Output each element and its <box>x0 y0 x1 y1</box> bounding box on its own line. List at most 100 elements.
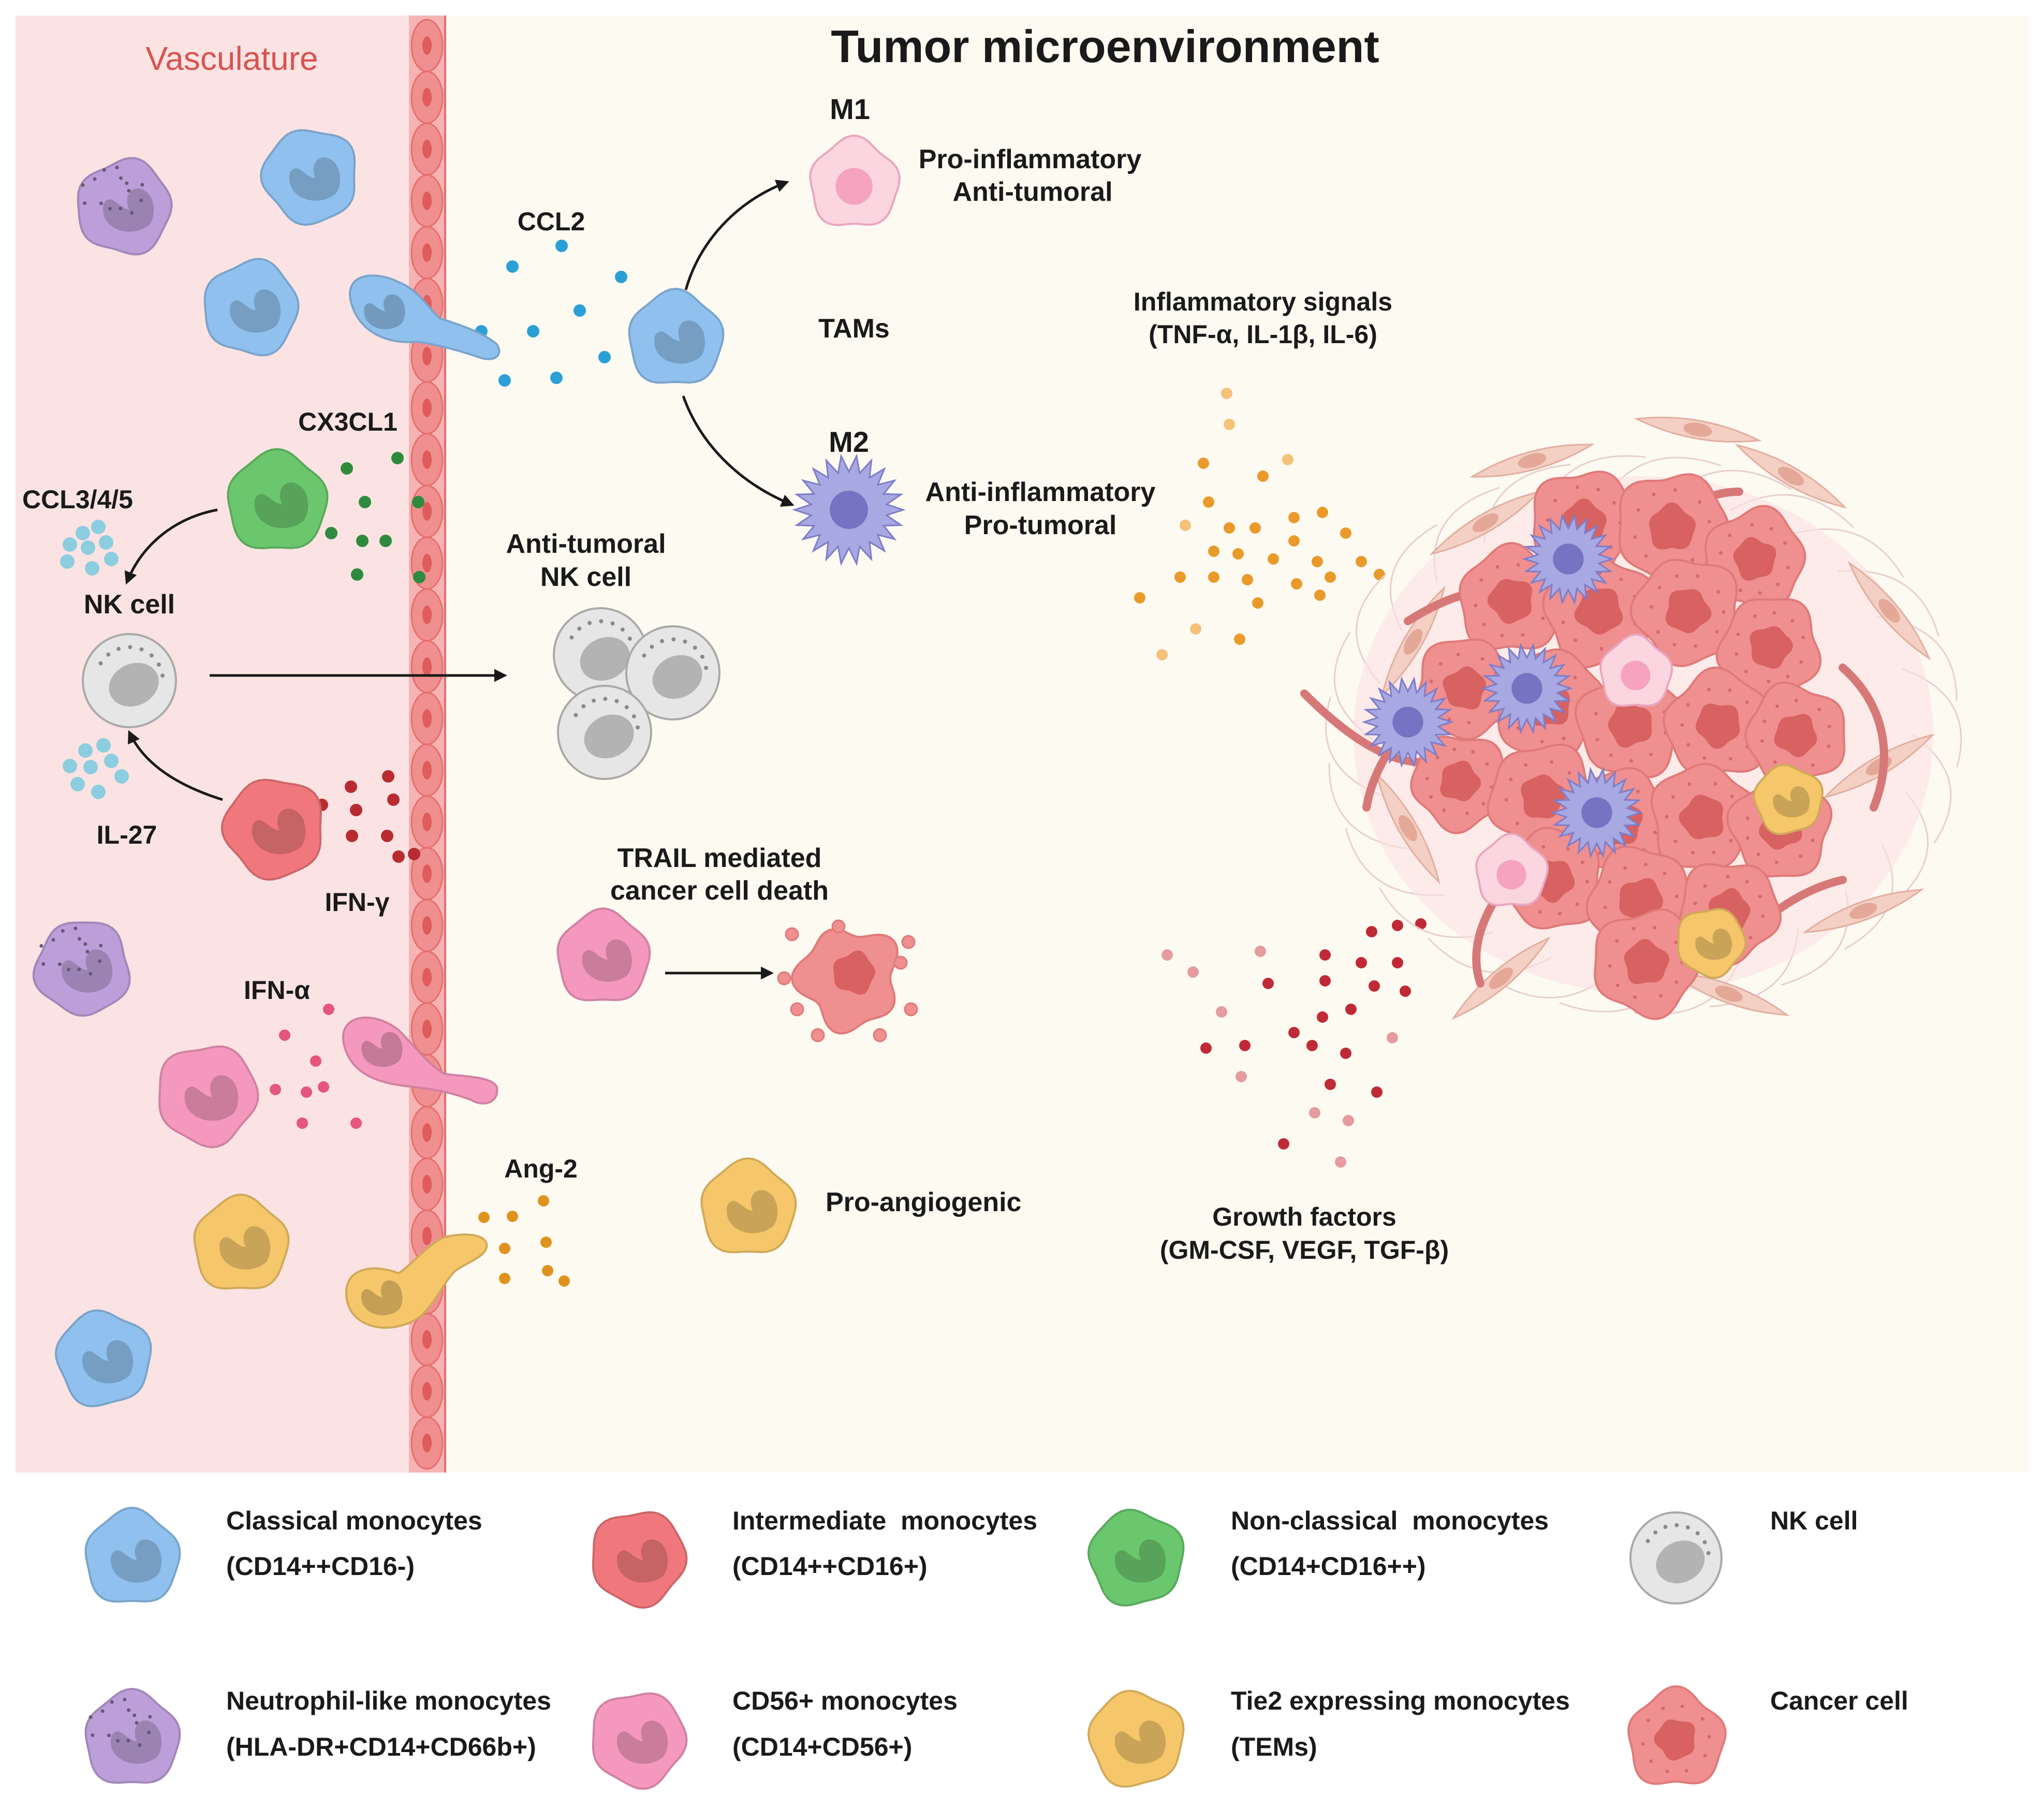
arrows <box>124 180 795 980</box>
tie2-monocyte-in-tissue <box>700 1157 797 1254</box>
legend-item-name: Intermediate monocytes <box>732 1506 1037 1535</box>
cancer-cell-glyph <box>1627 1685 1727 1785</box>
legend-item: NK cell <box>1629 1506 1858 1605</box>
m2-desc-2: Pro-tumoral <box>964 510 1117 540</box>
il27-label: IL-27 <box>97 820 157 849</box>
tie2-monocyte-in-tumor <box>1677 908 1747 979</box>
m2-macrophage-in-tumor <box>1361 676 1454 768</box>
cd56-monocyte-icon <box>592 1692 688 1790</box>
legend-item-name: Cancer cell <box>1770 1686 1908 1715</box>
extravasating-classical-monocyte <box>349 274 501 360</box>
non-classical-monocyte <box>227 448 329 550</box>
m2-macrophage-in-tumor <box>1480 642 1574 734</box>
trail-label-1: TRAIL mediated <box>617 843 822 873</box>
anti-tumoral-nk-cell <box>625 625 720 720</box>
neutrophil-like-monocyte <box>77 157 173 256</box>
fibroblast <box>1802 889 1924 933</box>
anti-tumoral-nk-cell <box>557 685 652 780</box>
legend-item-name: Non-classical monocytes <box>1231 1506 1549 1535</box>
nk-cell-icon <box>1629 1511 1723 1605</box>
fibroblast <box>1634 416 1762 443</box>
extravasating-tie2-monocyte <box>345 1233 488 1329</box>
cd56-monocyte-in-tissue <box>556 907 651 1002</box>
legend-item-name: Classical monocytes <box>226 1506 482 1535</box>
tumor-mass <box>1300 416 1962 1020</box>
cd56-monocyte <box>158 1045 259 1149</box>
ifna-label: IFN-α <box>244 976 310 1005</box>
m1-label: M1 <box>830 93 870 125</box>
cx3cl1-label: CX3CL1 <box>298 407 398 436</box>
nk-cell <box>82 633 177 728</box>
ang2-dots <box>478 1195 570 1287</box>
anti-tumoral-nk-label-1: Anti-tumoral <box>506 529 666 559</box>
legend-item-name: Neutrophil-like monocytes <box>226 1686 551 1715</box>
legend-item: Tie2 expressing monocytes (TEMs) <box>1087 1686 1570 1788</box>
legend-item-marker: (CD14++CD16-) <box>226 1552 415 1581</box>
m2-label: M2 <box>829 425 869 458</box>
fibroblast <box>1375 772 1440 885</box>
classical-monocyte <box>203 258 300 357</box>
m2-desc-1: Anti-inflammatory <box>925 477 1156 507</box>
neutrophil-like-monocyte-icon <box>84 1687 181 1784</box>
arrow-to-m2 <box>682 395 795 507</box>
inflammatory-signals-label-1: Inflammatory signals <box>1134 287 1392 316</box>
legend-item-name: CD56+ monocytes <box>732 1686 958 1715</box>
arrow-to-m1 <box>684 180 789 290</box>
legend-item-marker: (TEMs) <box>1231 1732 1317 1761</box>
cancer-cell <box>1651 762 1761 870</box>
legend-item-name: NK cell <box>1770 1506 1858 1535</box>
extravasating-cd56-monocyte <box>342 1017 498 1105</box>
legend-item: Neutrophil-like monocytes (HLA-DR+CD14+C… <box>84 1686 551 1784</box>
legend-item-marker: (HLA-DR+CD14+CD66b+) <box>226 1732 536 1761</box>
cancer-cell <box>1594 908 1700 1020</box>
classical-monocyte-icon <box>84 1506 181 1603</box>
nk-cell-glyph <box>1629 1511 1723 1605</box>
cancer-cell <box>1410 735 1507 834</box>
ifng-dots <box>316 770 420 863</box>
legend-item: Intermediate monocytes (CD14++CD16+) <box>592 1506 1037 1609</box>
neutrophil-like-monocyte <box>32 921 131 1017</box>
legend-item-marker: (CD14++CD16+) <box>732 1552 928 1581</box>
m2-macrophage-in-tumor <box>1550 767 1643 859</box>
cancer-cell <box>1663 666 1770 775</box>
m2-macrophage <box>792 453 906 566</box>
nonclassical-monocyte-icon <box>1087 1508 1185 1607</box>
intermediate-monocyte-icon <box>592 1511 688 1609</box>
legend-item-marker: (CD14+CD56+) <box>732 1732 912 1761</box>
cancer-cell-icon <box>1627 1685 1727 1785</box>
ifna-dots <box>270 1004 362 1129</box>
page-title: Tumor microenvironment <box>831 21 1379 72</box>
classical-monocyte <box>54 1309 152 1407</box>
trail-label-2: cancer cell death <box>610 876 829 906</box>
growth-factors-label-2: (GM-CSF, VEGF, TGF-β) <box>1160 1235 1449 1264</box>
growth-factor-dots <box>1161 918 1427 1168</box>
legend-item: Cancer cell <box>1627 1685 1908 1785</box>
tams-label: TAMs <box>818 314 890 344</box>
fibroblast <box>1668 972 1790 1016</box>
cancer-cell <box>1618 473 1730 589</box>
tie2-monocyte <box>193 1193 290 1290</box>
cells <box>32 129 918 1407</box>
intermediate-monocyte <box>220 778 322 881</box>
legend-item-name: Tie2 expressing monocytes <box>1231 1686 1570 1715</box>
tie2-monocyte-in-tumor <box>1753 763 1824 835</box>
cancer-cell <box>1744 681 1846 788</box>
cytokine-dots <box>60 240 1427 1287</box>
fibroblast <box>1734 444 1847 509</box>
monocyte-glyph <box>84 1687 181 1784</box>
cx3cl1-dots <box>325 452 425 583</box>
m1-macrophage-in-tumor <box>1475 832 1549 906</box>
inflammatory-signals-label-2: (TNF-α, IL-1β, IL-6) <box>1149 320 1377 349</box>
monocyte-glyph <box>592 1511 688 1609</box>
arrow-cx3cl1-to-nk <box>124 508 218 585</box>
m2-macrophage-in-tumor <box>1522 513 1615 605</box>
classical-monocyte <box>260 129 356 226</box>
anti-tumoral-nk-label-2: NK cell <box>540 562 631 592</box>
scene-labels: M1 Pro-inflammatory Anti-tumoral CCL2 TA… <box>22 93 1449 1264</box>
fibroblast <box>1451 936 1551 1020</box>
cancer-cell <box>1715 598 1822 699</box>
cancer-cell <box>1629 558 1738 667</box>
m1-macrophage <box>809 135 901 226</box>
pro-angiogenic-label: Pro-angiogenic <box>826 1187 1021 1217</box>
legend-item-marker: (CD14+CD16++) <box>1231 1552 1426 1581</box>
